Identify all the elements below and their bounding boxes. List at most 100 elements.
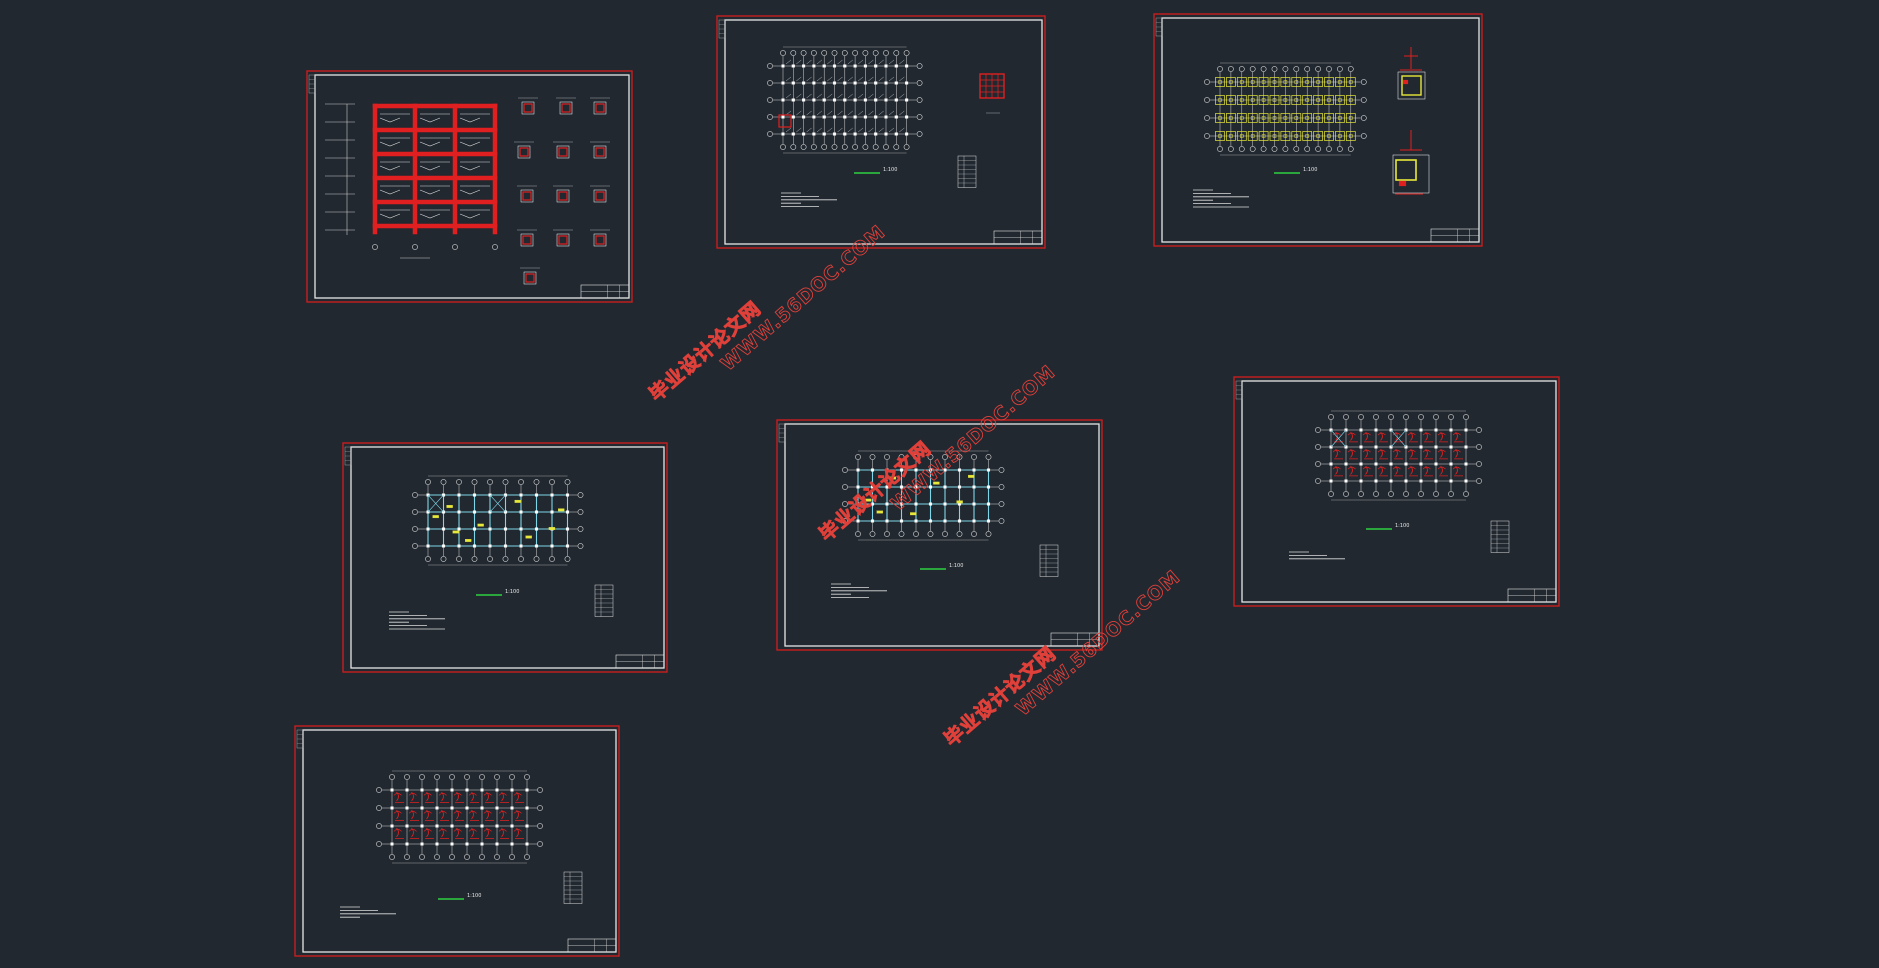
section-detail	[517, 145, 531, 159]
axis-bubble	[1328, 491, 1334, 497]
axis-bubble	[1304, 146, 1311, 152]
column	[972, 502, 976, 506]
section-detail	[593, 189, 607, 203]
footing-highlight	[778, 114, 792, 128]
rebar-mark	[1452, 465, 1463, 477]
column	[943, 502, 947, 506]
axis-bubble	[452, 244, 458, 250]
beam-tag	[956, 500, 963, 504]
rebar-mark	[1347, 448, 1358, 460]
column	[822, 98, 826, 102]
footing	[1258, 77, 1269, 87]
column	[550, 510, 554, 514]
axis-bubble	[898, 454, 905, 460]
design-notes	[1289, 551, 1345, 560]
axis-bubble	[767, 114, 773, 120]
axis-bubble	[1358, 491, 1364, 497]
rebar-annotation	[379, 185, 410, 195]
rebar-annotation	[379, 209, 410, 219]
axis-bubble	[425, 556, 431, 562]
column	[534, 527, 539, 531]
rebar-annotation	[419, 185, 450, 195]
sheet-outer-frame	[1153, 13, 1483, 247]
axis-bubble	[1418, 491, 1424, 497]
axis-bubble	[404, 774, 410, 780]
column	[863, 115, 867, 119]
axis-bubble	[1315, 461, 1321, 467]
column	[525, 842, 529, 846]
column	[390, 824, 394, 828]
beam-tag	[432, 515, 439, 519]
column	[884, 81, 888, 85]
axis-bubble	[509, 854, 515, 860]
column	[943, 485, 947, 489]
rebar-annotation	[379, 113, 410, 123]
axis-bubble	[1360, 79, 1367, 85]
column	[905, 115, 909, 119]
column	[1449, 479, 1453, 483]
column	[894, 81, 898, 85]
rebar-mark	[1377, 431, 1388, 443]
axis-bubble	[956, 454, 963, 460]
axis-bubble	[434, 774, 440, 780]
column	[534, 510, 539, 514]
rebar-mark	[408, 791, 419, 803]
column	[472, 544, 477, 548]
column	[856, 468, 860, 472]
axis-bubble	[1217, 146, 1223, 152]
column	[1449, 428, 1453, 432]
axis-bubble	[1476, 461, 1482, 467]
axis-bubble	[502, 479, 509, 485]
footing	[1302, 113, 1313, 123]
axis-bubble	[1315, 66, 1321, 72]
footing	[1335, 131, 1345, 141]
column	[957, 468, 962, 472]
column	[832, 64, 837, 68]
axis-bubble	[471, 556, 478, 562]
column	[519, 510, 523, 514]
rebar-mark	[1422, 448, 1433, 460]
beam-tag	[968, 474, 975, 478]
plan-title-group: 1:100	[1274, 167, 1317, 174]
axis-bubble	[916, 131, 923, 137]
column	[870, 485, 875, 489]
beam-tag	[889, 476, 897, 480]
column	[899, 485, 904, 489]
axis-bubble	[971, 454, 977, 460]
plan-title-group: 1:100	[920, 563, 963, 570]
column	[435, 788, 439, 792]
column	[565, 527, 570, 531]
design-notes	[831, 583, 887, 598]
plan-title-group: 1:100	[476, 589, 519, 596]
column	[832, 115, 837, 119]
column	[1359, 479, 1363, 483]
column	[885, 519, 889, 523]
axis-bubble	[449, 854, 455, 860]
axis-bubble	[449, 774, 455, 780]
column	[870, 519, 875, 523]
axis-bubble	[1228, 146, 1234, 152]
axis-bubble	[376, 823, 382, 829]
column	[856, 485, 860, 489]
rebar-mark	[1347, 431, 1358, 443]
column	[832, 98, 837, 102]
column	[495, 788, 499, 792]
axis-bubble	[537, 841, 543, 847]
column	[781, 98, 785, 102]
axis-bubble	[549, 556, 555, 562]
section-detail	[521, 101, 535, 115]
frame-column	[492, 103, 498, 235]
axis-bubble	[533, 479, 540, 485]
beam-tag	[446, 505, 453, 508]
axis-bubble	[898, 531, 905, 537]
rebar-mark	[1377, 465, 1388, 477]
footing	[1280, 131, 1291, 141]
footing	[1291, 131, 1302, 141]
column	[441, 527, 446, 531]
rebar-mark	[1362, 465, 1373, 477]
footing	[1302, 95, 1313, 105]
footing	[1226, 113, 1236, 123]
frame-beam	[372, 151, 498, 157]
footing	[1302, 77, 1313, 87]
